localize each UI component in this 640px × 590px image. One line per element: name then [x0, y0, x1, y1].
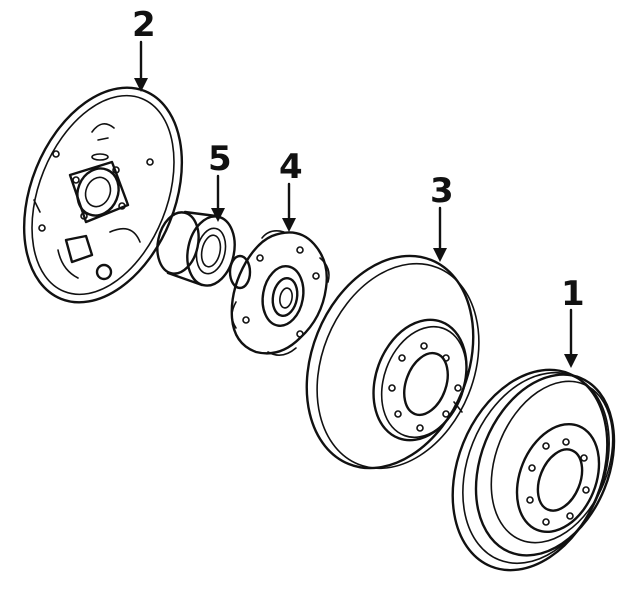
- backing-plate: [22, 86, 184, 304]
- brake-drum: [451, 368, 616, 572]
- callout-1: 1: [561, 274, 585, 314]
- callout-5: 5: [208, 139, 232, 179]
- wheel-bearing: [156, 210, 236, 287]
- callout-4: 4: [279, 147, 303, 187]
- callout-2: 2: [132, 5, 156, 45]
- wheel-hub: [228, 230, 330, 356]
- brake-disc: [305, 254, 480, 470]
- callout-arrows: [134, 40, 578, 368]
- callout-3: 3: [430, 171, 454, 211]
